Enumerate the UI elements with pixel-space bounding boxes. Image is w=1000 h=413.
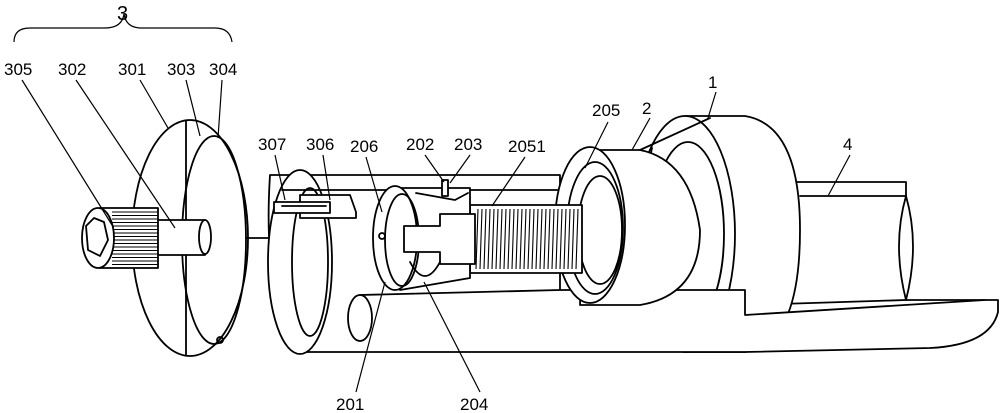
label-202: 202 [406,135,434,154]
label-302: 302 [58,60,86,79]
label-305: 305 [4,60,32,79]
reference-labels: 3 305 302 301 303 304 307 306 206 202 20… [4,3,852,413]
label-201: 201 [336,395,364,413]
label-203: 203 [454,135,482,154]
spring-2051 [469,204,583,274]
label-2: 2 [642,99,651,118]
label-306: 306 [306,135,334,154]
label-205: 205 [592,101,620,120]
label-301: 301 [118,60,146,79]
cup-part-201 [372,179,476,291]
end-cap-part-3 [81,119,269,357]
leader-lines [13,13,851,393]
spring-coils [475,208,579,270]
latch-part-306 [273,194,357,219]
label-303: 303 [167,60,195,79]
label-307: 307 [258,135,286,154]
label-304: 304 [209,60,237,79]
knurl-texture [112,211,158,266]
label-4: 4 [843,135,852,154]
label-2051: 2051 [508,137,546,156]
label-1: 1 [708,73,717,92]
label-204: 204 [460,395,488,413]
label-206: 206 [350,137,378,156]
label-3: 3 [117,3,128,25]
